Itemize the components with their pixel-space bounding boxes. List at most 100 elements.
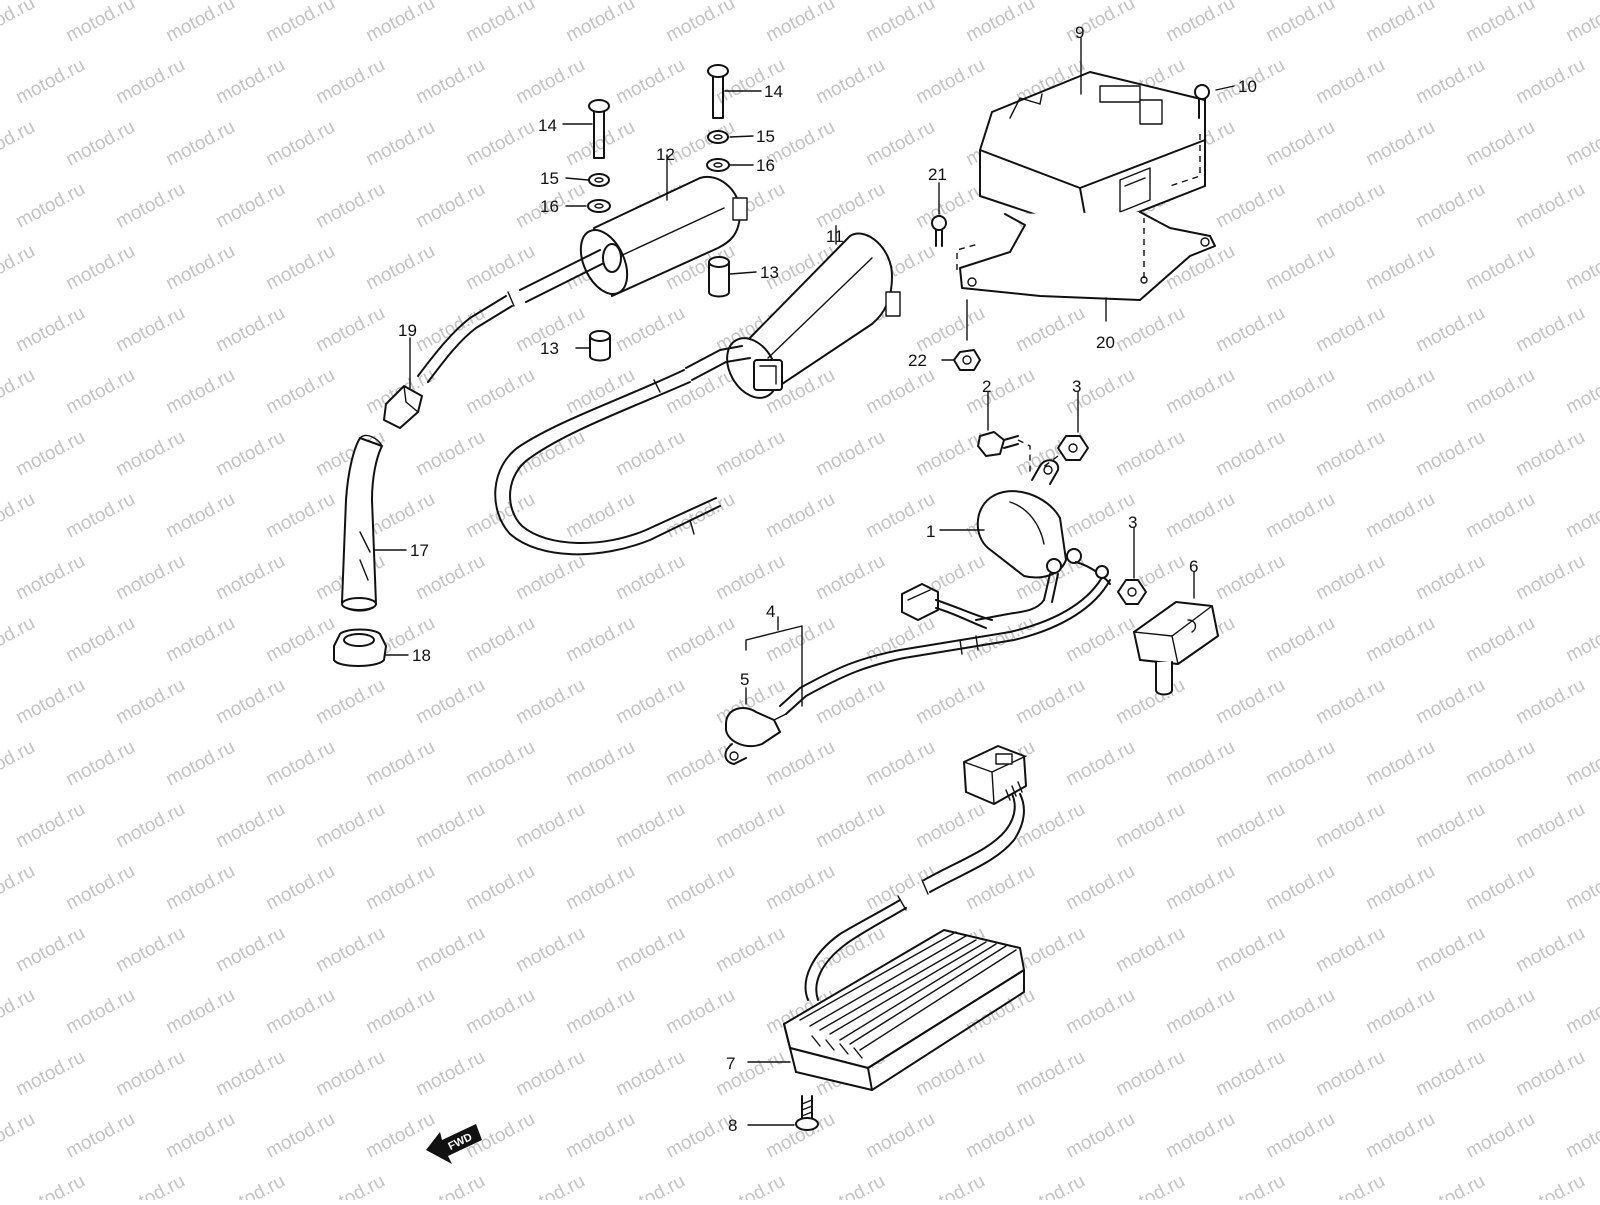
watermark-text: motod.ru <box>112 551 188 605</box>
watermark-text: motod.ru <box>1362 117 1438 171</box>
watermark-text: motod.ru <box>1212 1047 1288 1101</box>
watermark-text: motod.ru <box>112 55 188 109</box>
watermark-text: motod.ru <box>612 551 688 605</box>
watermark-text: motod.ru <box>1362 985 1438 1039</box>
bolt-2 <box>977 431 1031 476</box>
callout-19: 19 <box>398 321 417 340</box>
watermark-text: motod.ru <box>262 117 338 171</box>
watermark-text: motod.ru <box>212 427 288 481</box>
watermark-text: motod.ru <box>612 799 688 853</box>
watermark-text: motod.ru <box>1362 613 1438 667</box>
watermark-text: motod.ru <box>562 737 638 791</box>
watermark-text: motod.ru <box>1112 799 1188 853</box>
watermark-text: motod.ru <box>612 427 688 481</box>
watermark-text: motod.ru <box>1462 1109 1538 1163</box>
watermark-text: motod.ru <box>1312 303 1388 357</box>
watermark-text: motod.ru <box>1512 799 1588 853</box>
watermark-text: motod.ru <box>1262 613 1338 667</box>
watermark-text: motod.ru <box>1062 0 1138 46</box>
watermark-text: motod.ru <box>262 365 338 419</box>
watermark-text: motod.ru <box>12 799 88 853</box>
watermark-text: motod.ru <box>0 241 39 295</box>
watermark-text: motod.ru <box>1462 117 1538 171</box>
watermark-text: motod.ru <box>1262 489 1338 543</box>
watermark-text: motod.ru <box>912 427 988 481</box>
watermark-text: motod.ru <box>1412 179 1488 233</box>
spacer-13-lower <box>589 330 611 362</box>
watermark-text: motod.ru <box>1262 985 1338 1039</box>
watermark-text: motod.ru <box>612 1047 688 1101</box>
watermark-text: motod.ru <box>1262 241 1338 295</box>
watermark-text: motod.ru <box>1362 241 1438 295</box>
watermark-text: motod.ru <box>312 799 388 853</box>
watermark-text: motod.ru <box>1312 799 1388 853</box>
watermark-text: motod.ru <box>0 861 39 915</box>
watermark-text: motod.ru <box>212 923 288 977</box>
regulator-connector <box>963 745 1027 805</box>
watermark-text: motod.ru <box>262 613 338 667</box>
watermark-text: motod.ru <box>662 613 738 667</box>
watermark-text: motod.ru <box>262 0 338 46</box>
watermark-text: motod.ru <box>1212 799 1288 853</box>
watermark-text: motod.ru <box>962 365 1038 419</box>
watermark-text: motod.ru <box>1262 117 1338 171</box>
watermark-text: motod.ru <box>662 737 738 791</box>
cover-6 <box>1133 601 1219 696</box>
watermark-text: motod.ru <box>762 737 838 791</box>
watermark-text: motod.ru <box>412 1047 488 1101</box>
watermark-text: motod.ru <box>1512 923 1588 977</box>
callout-4: 4 <box>766 602 775 621</box>
watermark-text: motod.ru <box>1212 1171 1288 1200</box>
watermark-text: motod.ru <box>0 613 39 667</box>
watermark-text: motod.ru <box>112 799 188 853</box>
watermark-text: motod.ru <box>362 0 438 46</box>
watermark-text: motod.ru <box>812 799 888 853</box>
watermark-text: motod.ru <box>0 1109 39 1163</box>
watermark-text: motod.ru <box>312 923 388 977</box>
watermark-text: motod.ru <box>62 1109 138 1163</box>
watermark-text: motod.ru <box>1162 985 1238 1039</box>
washer-16-right <box>706 158 730 172</box>
callout-10: 10 <box>1238 77 1257 96</box>
washer-15-left <box>588 173 610 187</box>
callout-21: 21 <box>928 165 947 184</box>
watermark-text: motod.ru <box>412 1171 488 1200</box>
watermark-text: motod.ru <box>612 675 688 729</box>
watermark-text: motod.ru <box>462 861 538 915</box>
nut-22 <box>953 299 981 371</box>
watermark-text: motod.ru <box>862 1109 938 1163</box>
watermark-text: motod.ru <box>162 489 238 543</box>
watermark-text: motod.ru <box>1562 117 1600 171</box>
watermark-text: motod.ru <box>62 613 138 667</box>
watermark-text: motod.ru <box>1462 0 1538 46</box>
watermark-text: motod.ru <box>462 0 538 46</box>
watermark-text: motod.ru <box>1112 303 1188 357</box>
callout-11: 11 <box>826 227 844 246</box>
watermark-text: motod.ru <box>162 117 238 171</box>
callout-13-upper: 13 <box>760 263 779 282</box>
watermark-text: motod.ru <box>712 1047 788 1101</box>
watermark-text: motod.ru <box>262 861 338 915</box>
watermark-text: motod.ru <box>62 737 138 791</box>
watermark-text: motod.ru <box>362 861 438 915</box>
watermark-text: motod.ru <box>12 55 88 109</box>
watermark-text: motod.ru <box>1162 489 1238 543</box>
watermark-text: motod.ru <box>462 737 538 791</box>
watermark-text: motod.ru <box>512 923 588 977</box>
washer-15-right <box>707 130 729 144</box>
watermark-text: motod.ru <box>662 985 738 1039</box>
watermark-text: motod.ru <box>912 799 988 853</box>
watermark-text: motod.ru <box>512 1171 588 1200</box>
watermark-text: motod.ru <box>812 427 888 481</box>
watermark-text: motod.ru <box>212 55 288 109</box>
watermark-text: motod.ru <box>912 55 988 109</box>
callout-9: 9 <box>1075 23 1084 42</box>
watermark-text: motod.ru <box>12 427 88 481</box>
watermark-text: motod.ru <box>1512 551 1588 605</box>
watermark-text: motod.ru <box>1112 1047 1188 1101</box>
watermark-text: motod.ru <box>1312 551 1388 605</box>
watermark-text: motod.ru <box>1112 675 1188 729</box>
watermark-text: motod.ru <box>1512 1171 1588 1200</box>
watermark-text: motod.ru <box>662 365 738 419</box>
watermark-text: motod.ru <box>712 799 788 853</box>
